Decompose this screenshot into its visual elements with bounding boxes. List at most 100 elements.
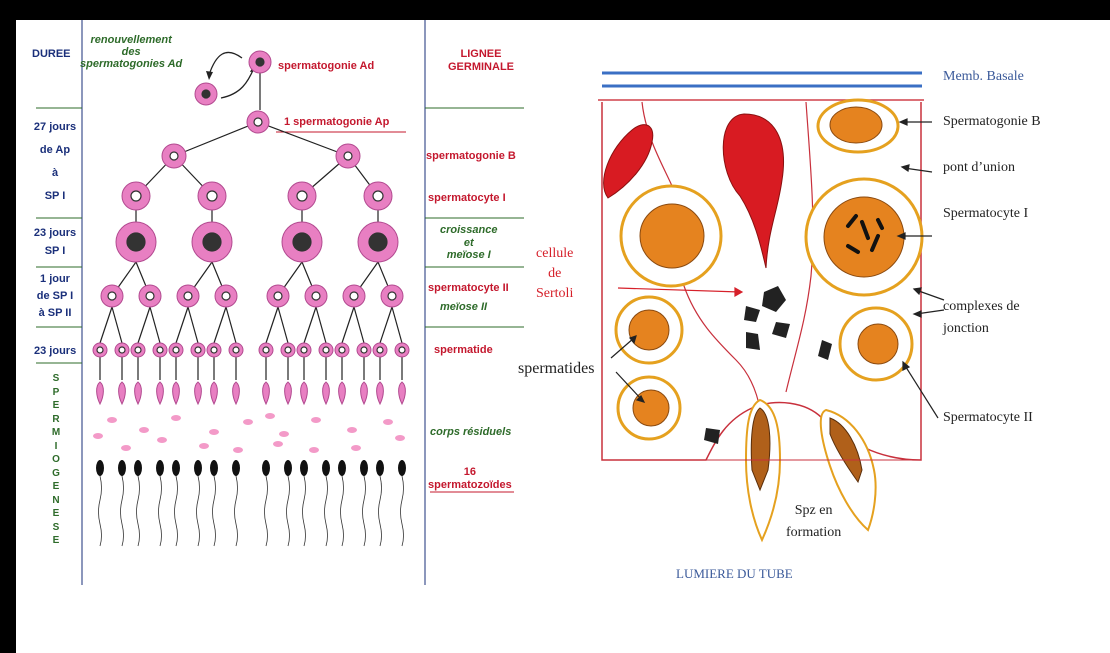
cell-spermatocyte-i-growing xyxy=(192,222,232,262)
cell-elongating-spermatid xyxy=(285,382,292,404)
cell-spermatocyte-ii xyxy=(343,285,365,307)
spermatogenesis-lineage-diagram xyxy=(16,20,536,653)
spermatozoon-tail xyxy=(137,476,140,546)
cell-elongating-spermatid xyxy=(301,382,308,404)
cell-spermatide xyxy=(281,343,295,357)
spermatocyte-ii-cell xyxy=(840,308,912,380)
cell-spermatocyte-i xyxy=(288,182,316,210)
sertoli-nucleus-1 xyxy=(604,125,653,198)
label-sertoli-cell: cellule de Sertoli xyxy=(536,244,573,304)
cell-spermatocyte-ii xyxy=(177,285,199,307)
renewal-arrow-back xyxy=(209,52,242,75)
cell-spermatide xyxy=(373,343,387,357)
label-junction-complexes: complexes de jonction xyxy=(943,296,1020,340)
spermatozoon-tail xyxy=(287,476,290,546)
cell-spermatogonie-b xyxy=(336,144,360,168)
lineage-header-line-1: LIGNEE xyxy=(448,48,514,61)
duration-1-line-3: à SP II xyxy=(30,305,80,322)
spermatozoon-tail xyxy=(379,476,382,546)
cell-spermatide xyxy=(93,343,107,357)
cell-spermatide xyxy=(357,343,371,357)
duration-1-line-2: de SP I xyxy=(30,288,80,305)
stage-meiosis-ii: meïose II xyxy=(440,301,487,313)
spermatocyte-i-right xyxy=(806,179,922,295)
cell-spermatocyte-ii xyxy=(101,285,123,307)
spermatide-cell-1 xyxy=(616,297,682,363)
residual-bodies xyxy=(93,413,405,453)
spz-line-2: spermatozoïdes xyxy=(428,479,512,492)
cell-elongating-spermatid xyxy=(377,382,384,404)
duration-1-day: 1 jour de SP I à SP II xyxy=(30,271,80,322)
residual-body xyxy=(347,427,357,433)
cell-spermatocyte-ii xyxy=(139,285,161,307)
spermatozoon-tail xyxy=(197,476,200,546)
cell-elongating-spermatid xyxy=(173,382,180,404)
residual-body xyxy=(311,417,321,423)
diagram-panel: DUREE renouvellement des spermatogonies … xyxy=(16,20,1110,653)
renewal-arrowhead-2 xyxy=(206,71,213,80)
spermiogenese-vertical-label: SPERMIOGENESE xyxy=(50,372,62,548)
duration-27-line-3: à xyxy=(30,162,80,185)
cell-spermatocyte-i xyxy=(198,182,226,210)
residual-body xyxy=(93,433,103,439)
residual-body xyxy=(383,419,393,425)
sertoli-nucleus-2 xyxy=(723,114,783,268)
cell-spermatocyte-i xyxy=(122,182,150,210)
label-tube-lumen: LUMIERE DU TUBE xyxy=(676,566,793,582)
cell-spermatide xyxy=(319,343,333,357)
stage-spermatide: spermatide xyxy=(434,344,493,356)
residual-body xyxy=(107,417,117,423)
spermatide-cell-2 xyxy=(618,377,680,439)
residual-body xyxy=(273,441,283,447)
spermiogenese-letter: E xyxy=(50,399,62,413)
cell-elongating-spermatid xyxy=(97,382,104,404)
cell-spermatocyte-i-growing xyxy=(282,222,322,262)
spermatozoon-tail xyxy=(121,476,124,546)
residual-body xyxy=(209,429,219,435)
duration-23-line-1: 23 jours xyxy=(30,224,80,242)
cell-elongating-spermatid xyxy=(263,382,270,404)
cell-spermatide xyxy=(297,343,311,357)
stage-spermatogonie-ad: spermatogonie Ad xyxy=(278,60,374,72)
lineage-header: LIGNEE GERMINALE xyxy=(448,48,514,74)
duration-27-days: 27 jours de Ap à SP I xyxy=(30,116,80,208)
sertoli-line-1: cellule xyxy=(536,244,573,264)
spermatozoon-tail xyxy=(213,476,216,546)
spz-formation-line-2: formation xyxy=(786,522,841,544)
label-spermatocyte-i: Spermatocyte I xyxy=(943,206,1028,222)
residual-body xyxy=(157,437,167,443)
residual-body xyxy=(243,419,253,425)
cell-spermatogonie-ap xyxy=(247,111,269,133)
cell-elongating-spermatid xyxy=(339,382,346,404)
sertoli-inner-boundary-2 xyxy=(786,102,813,392)
cell-elongating-spermatid xyxy=(157,382,164,404)
sertoli-residual-bodies xyxy=(704,286,832,444)
spz-formation-1 xyxy=(746,400,780,540)
spermatozoon-tail xyxy=(265,476,268,546)
spermatozoon-head xyxy=(262,460,270,476)
lineage-header-line-2: GERMINALE xyxy=(448,61,514,74)
residual-body xyxy=(233,447,243,453)
duration-27-line-4: SP I xyxy=(30,185,80,208)
spermiogenese-letter: R xyxy=(50,413,62,427)
spermiogenese-letter: E xyxy=(50,507,62,521)
spermatozoon-head xyxy=(322,460,330,476)
cell-elongating-spermatid xyxy=(135,382,142,404)
residual-body xyxy=(309,447,319,453)
cell-spermatide xyxy=(335,343,349,357)
spz-formation-line-1: Spz en xyxy=(786,500,841,522)
cell-spermatide xyxy=(131,343,145,357)
cell-spermatide xyxy=(153,343,167,357)
residual-body xyxy=(395,435,405,441)
cell-spermatide xyxy=(229,343,243,357)
residual-body xyxy=(199,443,209,449)
spermatozoon-tail xyxy=(175,476,178,546)
cell-spermatocyte-ii xyxy=(305,285,327,307)
cell-spermatide xyxy=(259,343,273,357)
spermatogonie-b-cell xyxy=(818,100,898,152)
spermatozoon-head xyxy=(118,460,126,476)
label-basal-membrane: Memb. Basale xyxy=(943,69,1024,85)
residual-body xyxy=(121,445,131,451)
cell-spermatide xyxy=(191,343,205,357)
